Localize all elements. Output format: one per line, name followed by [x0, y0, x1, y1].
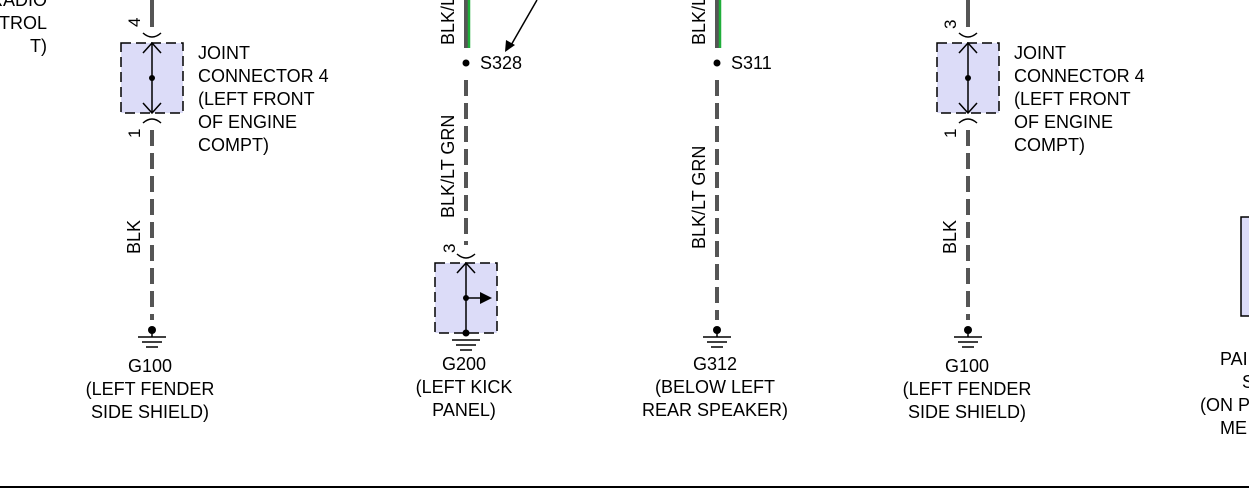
wire-label-col4: BLK	[940, 219, 960, 254]
ground-label-line: (LEFT KICK	[415, 377, 513, 397]
connector-label-col1: JOINT CONNECTOR 4 (LEFT FRONT OF ENGINE …	[198, 42, 329, 157]
ground-label-line: G312	[692, 354, 738, 374]
right-partial-line: PAI	[1220, 349, 1248, 369]
ground-label-line: (LEFT FENDER	[902, 379, 1032, 399]
splice-label-s328: S328	[480, 53, 523, 73]
wire-label-col1: BLK	[124, 219, 144, 254]
pin-number-col1-bottom: 1	[125, 128, 144, 138]
ground-label-col4: G100 (LEFT FENDER SIDE SHIELD)	[903, 355, 1032, 424]
left-partial-line: RADIO	[0, 0, 47, 10]
ground-label-line: SIDE SHIELD)	[90, 402, 210, 422]
connector-label-line: OF ENGINE	[1014, 112, 1114, 132]
ground-label-line: (BELOW LEFT	[654, 377, 776, 397]
wire-top-label-col2: BLK/L	[438, 0, 458, 45]
pin-number-col4-top: 3	[941, 19, 960, 29]
left-partial-line: T)	[30, 36, 47, 56]
wire-label-col2: BLK/LT GRN	[438, 114, 458, 218]
left-partial-label: RADIO TROL T)	[0, 0, 47, 58]
ground-symbol-g312	[703, 326, 731, 348]
right-partial-line: (ON P	[1200, 395, 1249, 415]
wire-label-col3: BLK/LT GRN	[689, 145, 709, 249]
right-partial-line: S	[1242, 372, 1249, 392]
right-partial-label: PAI S (ON P ME	[1200, 348, 1249, 440]
ground-label-line: SIDE SHIELD)	[907, 402, 1027, 422]
joint-connector-col1	[120, 32, 184, 124]
right-partial-line: ME	[1220, 418, 1247, 438]
connector-label-line: CONNECTOR 4	[1014, 66, 1145, 86]
connector-label-line: COMPT)	[198, 135, 269, 155]
ground-label-line: (LEFT FENDER	[85, 379, 215, 399]
connector-label-line: OF ENGINE	[198, 112, 298, 132]
ground-label-line: G100	[127, 356, 173, 376]
pin-number-col4-bottom: 1	[941, 128, 960, 138]
ground-connector-g200	[434, 253, 498, 351]
ground-label-line: G100	[944, 356, 990, 376]
ground-label-line: PANEL)	[432, 400, 496, 420]
connector-label-line: (LEFT FRONT	[198, 89, 315, 109]
splice-label-s311: S311	[731, 53, 772, 73]
connector-label-line: (LEFT FRONT	[1014, 89, 1131, 109]
ground-label-col1: G100 (LEFT FENDER SIDE SHIELD)	[86, 355, 215, 424]
pointer-arrow-line	[509, 0, 538, 48]
ground-symbol-g100-right	[954, 326, 982, 348]
ground-label-col2: G200 (LEFT KICK PANEL)	[416, 353, 513, 422]
partial-component-box	[1240, 216, 1249, 317]
connector-label-line: JOINT	[1014, 43, 1066, 63]
left-partial-line: TROL	[0, 13, 47, 33]
ground-symbol-g100-left	[138, 326, 166, 348]
pin-number-col2: 3	[440, 243, 459, 253]
splice-dot-s328	[462, 59, 470, 67]
pointer-arrow-head	[505, 40, 515, 52]
ground-label-line: G200	[441, 354, 487, 374]
connector-label-col4: JOINT CONNECTOR 4 (LEFT FRONT OF ENGINE …	[1014, 42, 1145, 157]
splice-dot-s311	[713, 59, 721, 67]
joint-connector-col4	[936, 32, 1000, 124]
wire-top-label-col3: BLK/L	[689, 0, 709, 45]
connector-label-line: COMPT)	[1014, 135, 1085, 155]
connector-label-line: JOINT	[198, 43, 250, 63]
pin-number-col1-top: 4	[125, 17, 144, 27]
connector-label-line: CONNECTOR 4	[198, 66, 329, 86]
ground-label-line: REAR SPEAKER)	[641, 400, 789, 420]
ground-label-col3: G312 (BELOW LEFT REAR SPEAKER)	[642, 353, 788, 422]
